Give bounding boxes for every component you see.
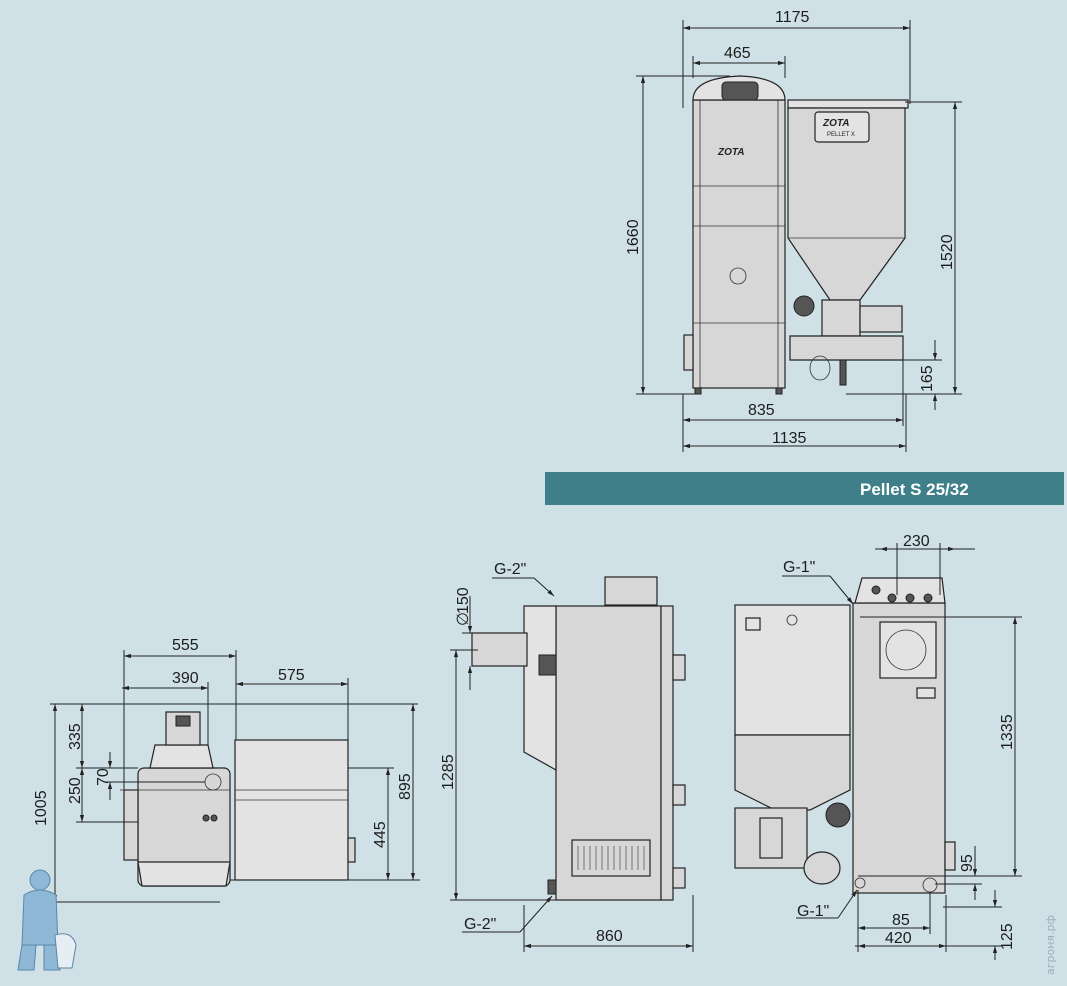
dim-diameter: ∅ bbox=[455, 612, 472, 626]
dim-230: 230 bbox=[903, 533, 930, 550]
side-hopper bbox=[234, 739, 349, 881]
dim-250: 250 bbox=[67, 777, 84, 804]
hopper-badge-model: PELLET X bbox=[827, 132, 855, 138]
side-fan bbox=[123, 789, 139, 861]
auger-housing bbox=[821, 299, 861, 337]
dim-1520: 1520 bbox=[939, 234, 956, 270]
hopper-badge bbox=[814, 111, 870, 143]
dim-335: 335 bbox=[67, 723, 84, 750]
front-control-box bbox=[604, 576, 658, 606]
front-ash-door bbox=[571, 839, 651, 877]
rear-flue bbox=[879, 621, 937, 679]
rear-burner-icon bbox=[803, 851, 841, 885]
dim-555: 555 bbox=[172, 637, 199, 654]
dim-895: 895 bbox=[397, 773, 414, 800]
label-g1-bottom: G-1" bbox=[797, 903, 829, 920]
dim-420: 420 bbox=[885, 930, 912, 947]
label-g2-top: G-2" bbox=[494, 561, 526, 578]
dim-1660: 1660 bbox=[625, 219, 642, 255]
dim-85: 85 bbox=[892, 912, 910, 929]
auger-tube bbox=[789, 335, 904, 361]
boiler-logo: ZOTA bbox=[717, 147, 744, 158]
boiler-body bbox=[692, 99, 786, 389]
top-view-dimensions: 1175 465 1660 1520 165 835 1135 bbox=[625, 9, 962, 452]
side-view: 555 390 575 335 250 70 1005 895 bbox=[33, 637, 420, 903]
hopper-badge-brand: ZOTA bbox=[822, 118, 849, 129]
front-view: ∅ 150 1285 860 G-2" G-2" bbox=[440, 561, 694, 952]
label-g2-bottom: G-2" bbox=[464, 916, 496, 933]
model-banner: Pellet S 25/32 bbox=[545, 472, 1064, 505]
banner-title: Pellet S 25/32 bbox=[860, 480, 969, 499]
dim-445: 445 bbox=[372, 821, 389, 848]
dim-95: 95 bbox=[959, 854, 976, 872]
dim-1005: 1005 bbox=[33, 790, 50, 826]
auger-motor-icon bbox=[793, 295, 815, 317]
dim-860: 860 bbox=[596, 928, 623, 945]
dim-165: 165 bbox=[919, 365, 936, 392]
inspection-port-icon bbox=[729, 267, 747, 285]
dim-1335: 1335 bbox=[999, 714, 1016, 750]
banner-bar bbox=[545, 472, 1064, 505]
hopper-lid bbox=[787, 99, 909, 109]
dim-835: 835 bbox=[748, 402, 775, 419]
rear-view-dimensions: 230 1335 95 125 85 420 G-1" bbox=[782, 533, 1022, 960]
rear-motor-icon bbox=[825, 802, 851, 828]
side-view-dimensions: 555 390 575 335 250 70 1005 895 bbox=[33, 637, 420, 903]
dim-1285: 1285 bbox=[440, 754, 457, 790]
side-handle bbox=[683, 334, 694, 371]
dim-125: 125 bbox=[999, 923, 1016, 950]
dim-390: 390 bbox=[172, 670, 199, 687]
watermark: агроня.рф bbox=[1044, 915, 1057, 975]
dim-70: 70 bbox=[95, 768, 112, 786]
label-g1-top: G-1" bbox=[783, 559, 815, 576]
rear-hopper-lower bbox=[734, 734, 851, 811]
plumber-mascot-icon bbox=[17, 869, 77, 971]
dim-1175: 1175 bbox=[775, 9, 810, 26]
front-view-dimensions: ∅ 150 1285 860 G-2" G-2" bbox=[440, 561, 694, 952]
dim-1135: 1135 bbox=[772, 430, 807, 447]
rear-view: 230 1335 95 125 85 420 G-1" bbox=[734, 533, 1022, 960]
dim-465: 465 bbox=[724, 45, 751, 62]
control-panel-icon bbox=[721, 81, 759, 101]
rear-connection-panel bbox=[854, 577, 946, 604]
dim-150: 150 bbox=[455, 587, 472, 614]
top-elevation-view: ZOTA ZOTA PELLET X 1175 465 bbox=[625, 9, 962, 452]
dim-575: 575 bbox=[278, 667, 305, 684]
flue-pipe bbox=[471, 632, 528, 667]
